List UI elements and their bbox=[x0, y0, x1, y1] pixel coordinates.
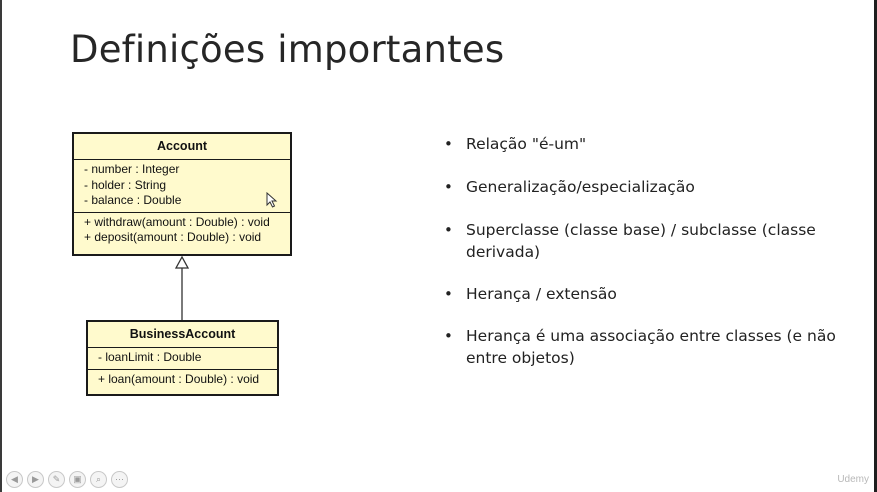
zoom-icon[interactable]: ⌕ bbox=[90, 471, 107, 488]
class-name: Account bbox=[74, 134, 290, 160]
attribute: - loanLimit : Double bbox=[98, 350, 202, 364]
slide-title: Definições importantes bbox=[70, 28, 505, 71]
class-attributes: - loanLimit : Double bbox=[88, 348, 277, 369]
bullet-item: Herança / extensão bbox=[444, 283, 844, 305]
slides-icon[interactable]: ▣ bbox=[69, 471, 86, 488]
class-attributes: - number : Integer - holder : String - b… bbox=[74, 160, 290, 212]
watermark: Udemy bbox=[837, 474, 869, 485]
window-left-edge bbox=[0, 0, 2, 492]
bullet-item: Superclasse (classe base) / subclasse (c… bbox=[444, 219, 844, 263]
operation: + withdraw(amount : Double) : void bbox=[84, 214, 270, 229]
previous-icon[interactable]: ◀ bbox=[6, 471, 23, 488]
class-operations: + withdraw(amount : Double) : void + dep… bbox=[74, 211, 290, 249]
bullet-item: Herança é uma associação entre classes (… bbox=[444, 325, 844, 369]
uml-class-account: Account - number : Integer - holder : St… bbox=[72, 132, 292, 256]
window-right-edge bbox=[874, 0, 877, 492]
attribute: - balance : Double bbox=[84, 193, 182, 207]
bullet-item: Relação "é-um" bbox=[444, 133, 844, 155]
more-icon[interactable]: ⋯ bbox=[111, 471, 128, 488]
bullet-list: Relação "é-um" Generalização/especializa… bbox=[444, 133, 844, 369]
attribute: - number : Integer bbox=[84, 162, 180, 176]
operation: + loan(amount : Double) : void bbox=[98, 371, 260, 386]
pen-icon[interactable]: ✎ bbox=[48, 471, 65, 488]
next-icon[interactable]: ▶ bbox=[27, 471, 44, 488]
mouse-cursor-icon bbox=[266, 192, 278, 208]
class-name: BusinessAccount bbox=[88, 322, 277, 348]
uml-class-business-account: BusinessAccount - loanLimit : Double + l… bbox=[86, 320, 279, 396]
slideshow-controls: ◀ ▶ ✎ ▣ ⌕ ⋯ bbox=[6, 471, 128, 488]
class-operations: + loan(amount : Double) : void bbox=[88, 368, 277, 391]
attribute: - holder : String bbox=[84, 177, 167, 192]
operation: + deposit(amount : Double) : void bbox=[84, 230, 262, 244]
bullet-item: Generalização/especialização bbox=[444, 176, 844, 198]
